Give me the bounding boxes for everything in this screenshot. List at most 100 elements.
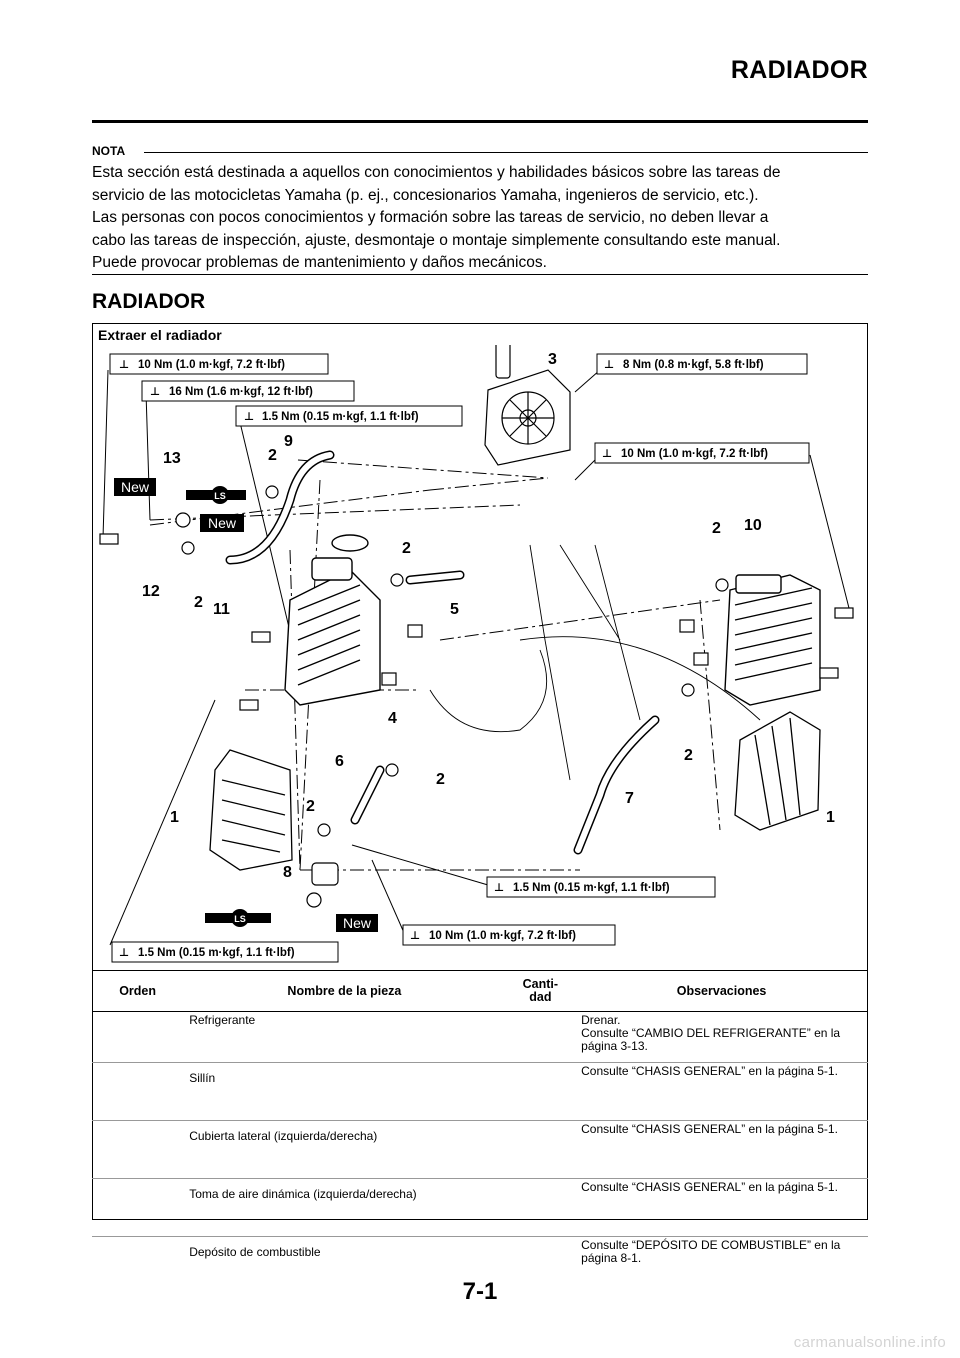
procedure-title: Extraer el radiador bbox=[98, 327, 222, 343]
table-cell-qty bbox=[505, 1011, 576, 1063]
callout-number: 13 bbox=[163, 450, 181, 467]
callout-number: 2 bbox=[402, 540, 411, 557]
ls-tag-text: LS bbox=[214, 491, 226, 501]
column-header: Observaciones bbox=[575, 970, 868, 1012]
leader-line bbox=[109, 699, 216, 946]
svg-text:⊥: ⊥ bbox=[410, 930, 420, 942]
svg-text:1.5 Nm (0.15 m·kgf, 1.1 ft·lbf: 1.5 Nm (0.15 m·kgf, 1.1 ft·lbf) bbox=[138, 947, 295, 959]
right-radiator bbox=[724, 574, 821, 706]
svg-text:10 Nm (1.0 m·kgf, 7.2 ft·lbf): 10 Nm (1.0 m·kgf, 7.2 ft·lbf) bbox=[429, 930, 576, 942]
callout-number: 2 bbox=[436, 771, 445, 788]
frame-outline bbox=[429, 544, 761, 781]
callout-number: 10 bbox=[744, 517, 762, 534]
ls-tag-text: LS bbox=[234, 914, 246, 924]
table-cell-obs: Consulte “CHASIS GENERAL” en la página 5… bbox=[575, 1120, 868, 1179]
table-cell-order bbox=[92, 1178, 184, 1237]
table-cell-obs: Consulte “DEPÓSITO DE COMBUSTIBLE” en la… bbox=[581, 1238, 841, 1265]
callout-number: 2 bbox=[684, 747, 693, 764]
note-bottom-rule bbox=[92, 274, 868, 275]
callout-number: 1 bbox=[826, 809, 835, 826]
note-line: Esta sección está destinada a aquellos c… bbox=[92, 164, 781, 181]
clamps-and-bolts bbox=[99, 485, 854, 908]
page-header-title: RADIADOR bbox=[730, 56, 868, 84]
torque-label-3: ⊥ 1.5 Nm (0.15 m·kgf, 1.1 ft·lbf) bbox=[235, 405, 463, 427]
torque-label-6: ⊥ 1.5 Nm (0.15 m·kgf, 1.1 ft·lbf) bbox=[486, 876, 716, 898]
callout-number: 6 bbox=[335, 753, 344, 770]
note-line: servicio de las motocicletas Yamaha (p. … bbox=[92, 186, 759, 204]
callout-number: 9 bbox=[284, 433, 293, 450]
table-cell-order bbox=[92, 1062, 184, 1121]
table-row: Depósito de combustible Consulte “DEPÓSI… bbox=[92, 1237, 868, 1295]
table-cell-obs: Drenar. Consulte “CAMBIO DEL REFRIGERANT… bbox=[575, 1011, 868, 1063]
table-cell-name: Depósito de combustible bbox=[189, 1245, 321, 1259]
ls-grease-symbol-2: LS bbox=[205, 909, 271, 927]
section-title: RADIADOR bbox=[92, 290, 206, 313]
table-row: Sillín Consulte “CHASIS GENERAL” en la p… bbox=[92, 1062, 868, 1121]
leader-line bbox=[809, 454, 851, 613]
note-label: NOTA bbox=[92, 144, 126, 158]
torque-label-4: ⊥ 8 Nm (0.8 m·kgf, 5.8 ft·lbf) bbox=[596, 353, 808, 375]
column-header: Canti- dad bbox=[505, 970, 576, 1012]
watermark: carmanualsonline.info bbox=[793, 1334, 946, 1351]
callout-number: 2 bbox=[194, 594, 203, 611]
svg-text:8 Nm (0.8 m·kgf, 5.8 ft·lbf): 8 Nm (0.8 m·kgf, 5.8 ft·lbf) bbox=[623, 359, 764, 371]
callout-number: 8 bbox=[283, 864, 292, 881]
table-row: Cubierta lateral (izquierda/derecha) Con… bbox=[92, 1120, 868, 1179]
table-cell-name: Cubierta lateral (izquierda/derecha) bbox=[183, 1120, 506, 1179]
torque-label-5: ⊥ 10 Nm (1.0 m·kgf, 7.2 ft·lbf) bbox=[594, 442, 810, 464]
left-guard bbox=[209, 749, 293, 871]
svg-text:⊥: ⊥ bbox=[602, 448, 612, 460]
svg-text:1.5 Nm (0.15 m·kgf, 1.1 ft·lbf: 1.5 Nm (0.15 m·kgf, 1.1 ft·lbf) bbox=[513, 882, 670, 894]
ls-grease-symbol-1: LS bbox=[186, 486, 246, 504]
callout-number: 3 bbox=[548, 351, 557, 368]
svg-text:⊥: ⊥ bbox=[119, 947, 129, 959]
callout-number: 12 bbox=[142, 583, 160, 600]
table-cell-qty bbox=[505, 1062, 576, 1121]
svg-text:1.5 Nm (0.15 m·kgf, 1.1 ft·lbf: 1.5 Nm (0.15 m·kgf, 1.1 ft·lbf) bbox=[262, 411, 419, 423]
torque-label-7: ⊥ 10 Nm (1.0 m·kgf, 7.2 ft·lbf) bbox=[402, 924, 616, 946]
new-tag-text: New bbox=[343, 915, 372, 931]
column-header: Nombre de la pieza bbox=[183, 970, 506, 1012]
table-header-row: Orden Nombre de la pieza Canti- dad Obse… bbox=[92, 970, 868, 1012]
table-cell-order bbox=[92, 1011, 184, 1063]
note-line: cabo las tareas de inspección, ajuste, d… bbox=[92, 231, 781, 249]
table-cell-order bbox=[92, 1120, 184, 1179]
callout-number: 2 bbox=[712, 520, 721, 537]
new-tag-text: New bbox=[121, 479, 150, 495]
svg-text:⊥: ⊥ bbox=[604, 359, 614, 371]
left-radiator bbox=[284, 534, 381, 706]
new-tag-text: New bbox=[208, 515, 237, 531]
callout-number: 1 bbox=[170, 809, 179, 826]
callout-number: 2 bbox=[306, 798, 315, 815]
leader-line bbox=[371, 859, 406, 936]
callout-number: 11 bbox=[213, 601, 230, 618]
svg-text:⊥: ⊥ bbox=[119, 359, 129, 371]
svg-text:⊥: ⊥ bbox=[494, 882, 504, 894]
note-rule bbox=[144, 152, 868, 153]
callout-number: 2 bbox=[268, 447, 277, 464]
leader-line bbox=[145, 391, 151, 521]
new-tag-3: New bbox=[336, 914, 378, 932]
table-cell-qty bbox=[505, 1120, 576, 1179]
new-tag-1: New bbox=[114, 478, 156, 496]
svg-text:10 Nm (1.0 m·kgf, 7.2 ft·lbf): 10 Nm (1.0 m·kgf, 7.2 ft·lbf) bbox=[138, 359, 285, 371]
page-number: 7-1 bbox=[462, 1278, 498, 1305]
torque-label-2: ⊥ 16 Nm (1.6 m·kgf, 12 ft·lbf) bbox=[141, 380, 355, 402]
callout-number: 5 bbox=[450, 601, 459, 618]
leader-line bbox=[574, 369, 601, 393]
leader-line bbox=[102, 369, 109, 539]
table-row: Toma de aire dinámica (izquierda/derecha… bbox=[92, 1178, 868, 1237]
callout-number: 7 bbox=[625, 790, 634, 807]
column-header: Orden bbox=[92, 970, 184, 1012]
callout-number: 4 bbox=[388, 710, 397, 727]
svg-text:⊥: ⊥ bbox=[150, 386, 160, 398]
fan-assembly bbox=[484, 345, 571, 466]
table-row: Refrigerante Drenar. Consulte “CAMBIO DE… bbox=[92, 1011, 868, 1063]
torque-label-1: ⊥ 10 Nm (1.0 m·kgf, 7.2 ft·lbf) bbox=[109, 353, 329, 375]
header-rule bbox=[92, 120, 868, 123]
table-cell-obs: Consulte “CHASIS GENERAL” en la página 5… bbox=[575, 1062, 868, 1121]
table-cell-name: Sillín bbox=[183, 1062, 506, 1121]
table-cell-name: Toma de aire dinámica (izquierda/derecha… bbox=[183, 1178, 506, 1237]
note-line: Puede provocar problemas de mantenimient… bbox=[92, 254, 547, 272]
table-cell-obs: Consulte “CHASIS GENERAL” en la página 5… bbox=[575, 1178, 868, 1237]
